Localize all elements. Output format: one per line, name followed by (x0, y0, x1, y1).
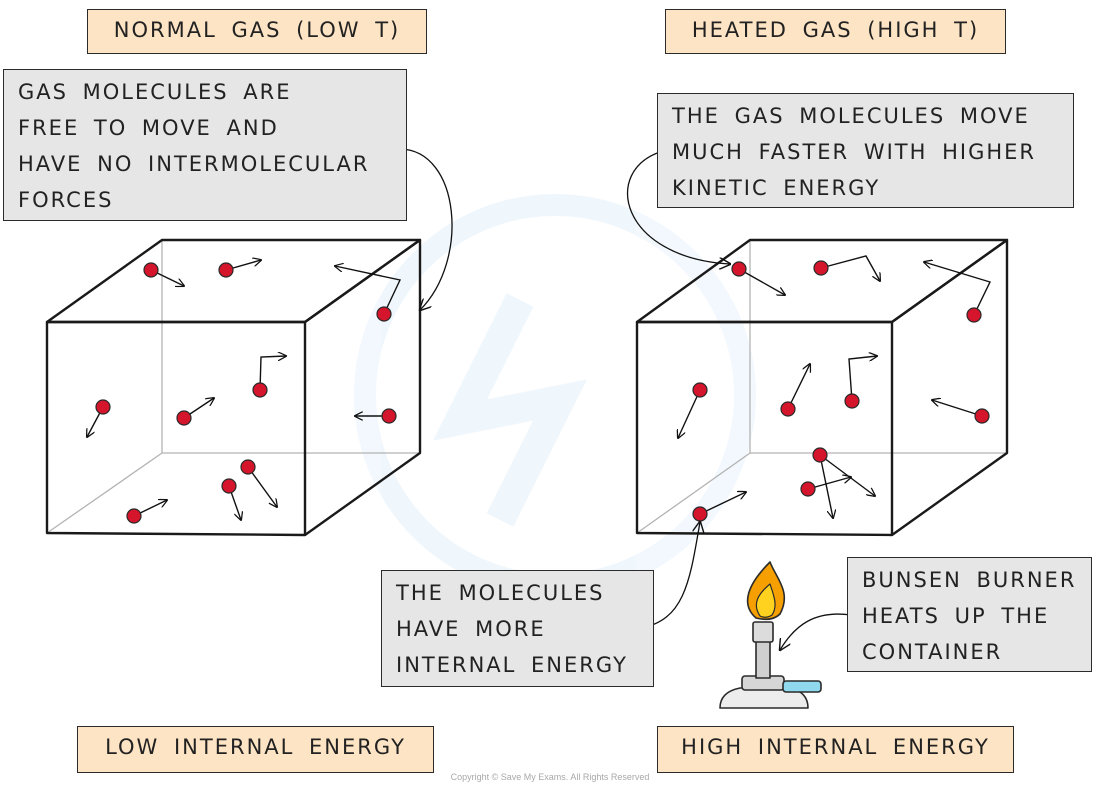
normal-gas-title: NORMAL GAS (LOW T) (87, 9, 427, 54)
molecule (780, 401, 796, 417)
molecule (95, 399, 111, 415)
right-container-cube (635, 238, 1009, 537)
molecule (143, 262, 159, 278)
bunsen-burner-note: BUNSEN BURNER HEATS UP THE CONTAINER (847, 557, 1092, 672)
molecule (800, 481, 816, 497)
molecule (376, 306, 392, 322)
molecule (844, 393, 860, 409)
note-line: HAVE NO INTERMOLECULAR (18, 152, 370, 176)
copyright-notice: Copyright © Save My Exams. All Rights Re… (450, 772, 650, 782)
right-motion-arrows (678, 255, 991, 518)
high-internal-energy-label: HIGH INTERNAL ENERGY (657, 726, 1014, 773)
molecule (974, 408, 990, 424)
molecule (731, 261, 747, 277)
left-motion-arrows (87, 260, 402, 520)
more-internal-energy-note: THE MOLECULES HAVE MORE INTERNAL ENERGY (381, 570, 654, 687)
left-container-cube (45, 238, 422, 537)
note-line: THE GAS MOLECULES MOVE (672, 104, 1030, 128)
low-internal-energy-label: LOW INTERNAL ENERGY (77, 726, 434, 773)
molecule (176, 410, 192, 426)
molecule (218, 262, 234, 278)
left-gas-molecules (95, 262, 397, 524)
molecule (813, 260, 829, 276)
molecule (221, 478, 237, 494)
note-line: CONTAINER (862, 640, 1003, 664)
right-gas-molecules (692, 260, 990, 522)
note-line: INTERNAL ENERGY (396, 653, 628, 677)
note-line: THE MOLECULES (396, 581, 605, 605)
note-line: FREE TO MOVE AND (18, 116, 279, 140)
molecule (692, 382, 708, 398)
note-line: HEATS UP THE (862, 604, 1050, 628)
molecule (126, 508, 142, 524)
molecule (812, 447, 828, 463)
watermark-logo (354, 194, 756, 596)
note-line: FORCES (18, 188, 114, 212)
note-line: MUCH FASTER WITH HIGHER (672, 140, 1036, 164)
faster-molecules-note: THE GAS MOLECULES MOVE MUCH FASTER WITH … (657, 93, 1074, 208)
molecule (966, 307, 982, 323)
note-line: GAS MOLECULES ARE (18, 80, 292, 104)
molecule (252, 382, 268, 398)
molecule (381, 408, 397, 424)
free-molecules-note: GAS MOLECULES ARE FREE TO MOVE AND HAVE … (3, 69, 407, 221)
molecule (692, 506, 708, 522)
note-line: BUNSEN BURNER (862, 568, 1077, 592)
bunsen-burner-icon (719, 561, 822, 709)
note-line: KINETIC ENERGY (672, 176, 881, 200)
heated-gas-title: HEATED GAS (HIGH T) (665, 9, 1006, 54)
molecule (240, 459, 256, 475)
note-line: HAVE MORE (396, 617, 546, 641)
